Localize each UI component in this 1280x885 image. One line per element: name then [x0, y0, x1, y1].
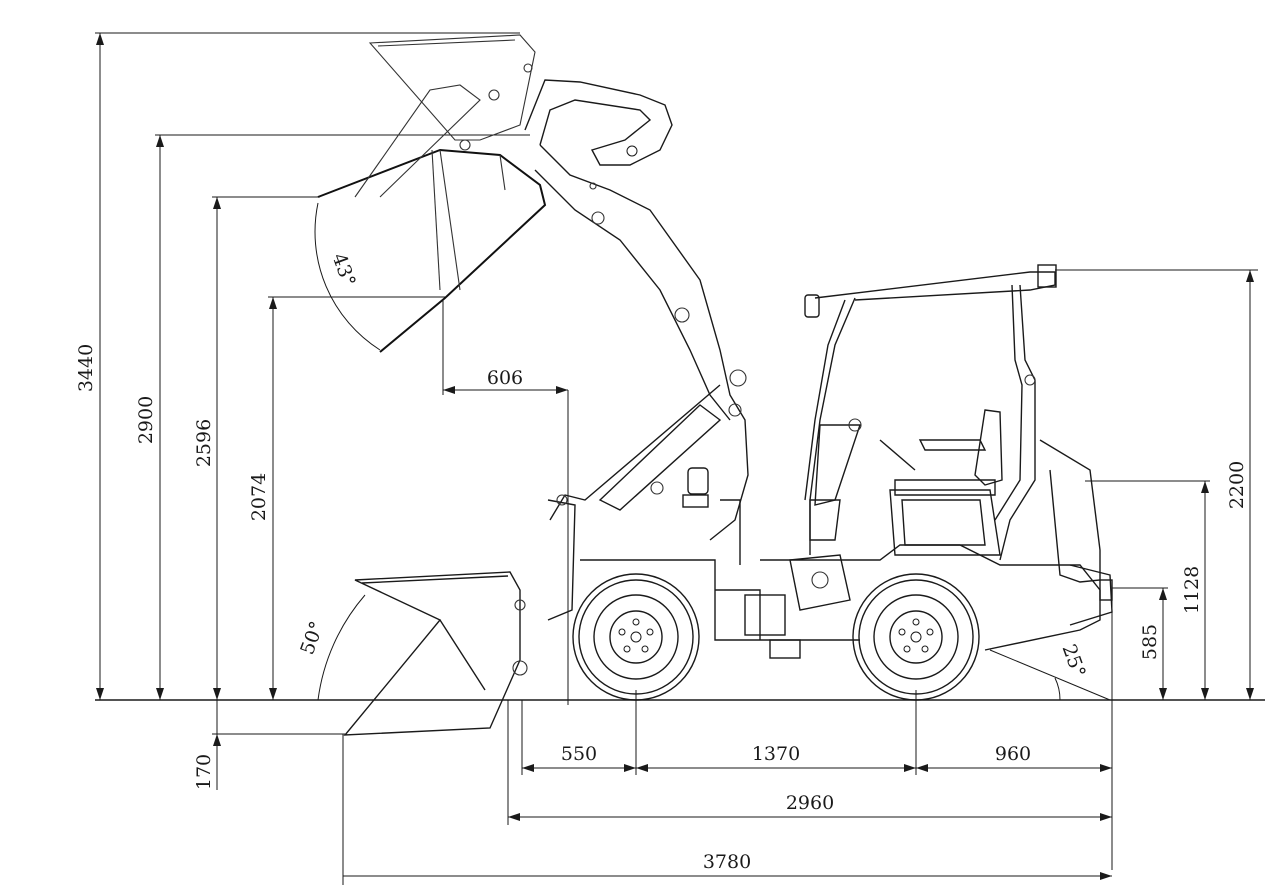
lift-cylinder — [547, 384, 722, 621]
overall-height-label: 3440 — [75, 344, 97, 392]
wheelbase-label: 1370 — [752, 743, 800, 765]
dimension-overall-length: 3780 — [342, 734, 1112, 885]
dump-clearance-label: 2596 — [193, 419, 215, 467]
lower-bucket — [343, 571, 528, 736]
body-length-label: 2960 — [786, 792, 834, 814]
dimension-front-overhang: 550 — [521, 700, 636, 775]
raised-bucket-top — [368, 34, 536, 141]
ground-clearance-rear-label: 585 — [1139, 624, 1161, 660]
rollback-angle-label: 50° — [296, 618, 328, 657]
dump-height-label: 2074 — [248, 473, 270, 521]
operator-seat — [894, 409, 1003, 496]
departure-angle-label: 25° — [1058, 641, 1090, 680]
dimension-rear-height: 1128 — [1085, 480, 1210, 700]
dimension-wheelbase: 1370 — [635, 690, 917, 775]
roof-height-label: 2200 — [1226, 461, 1248, 509]
front-overhang-label: 550 — [561, 743, 597, 765]
dimension-ground-clearance-rear: 585 — [1112, 587, 1168, 700]
raised-bucket-dump — [317, 139, 547, 353]
counterweight — [1069, 564, 1113, 626]
dimension-dig-depth: 170 — [193, 700, 345, 790]
rear-overhang-label: 960 — [995, 743, 1031, 765]
dump-angle-label: 43° — [328, 250, 360, 289]
departure-angle: 25° — [989, 641, 1111, 701]
dimension-body-length: 2960 — [507, 700, 1112, 825]
dump-angle: 43° — [314, 202, 381, 351]
dimension-dump-reach: 606 — [442, 300, 569, 705]
hinge-pin-height-label: 2900 — [135, 396, 157, 444]
loader-arm — [524, 79, 749, 541]
work-light — [682, 467, 709, 508]
rear-height-label: 1128 — [1181, 566, 1203, 614]
dimension-rear-overhang: 960 — [916, 588, 1113, 870]
chassis — [580, 499, 1101, 651]
front-wheel — [572, 573, 700, 701]
engine-hood — [889, 439, 1101, 583]
dimension-roof-height: 2200 — [1055, 269, 1258, 700]
rops-canopy — [804, 264, 1057, 561]
dimension-dump-height: 2074 — [248, 296, 445, 700]
dimension-overall-height: 3440 — [75, 32, 520, 700]
dimension-hinge-pin-height: 2900 — [135, 134, 530, 700]
raised-bucket-link — [354, 84, 481, 198]
dump-reach-label: 606 — [487, 367, 523, 389]
steering-column — [809, 418, 916, 541]
drivetrain — [744, 554, 851, 659]
rear-wheel — [852, 573, 980, 701]
overall-length-label: 3780 — [703, 851, 751, 873]
rollback-angle: 50° — [296, 594, 366, 701]
dimension-dump-clearance: 2596 — [193, 196, 320, 700]
dig-depth-label: 170 — [193, 754, 215, 790]
